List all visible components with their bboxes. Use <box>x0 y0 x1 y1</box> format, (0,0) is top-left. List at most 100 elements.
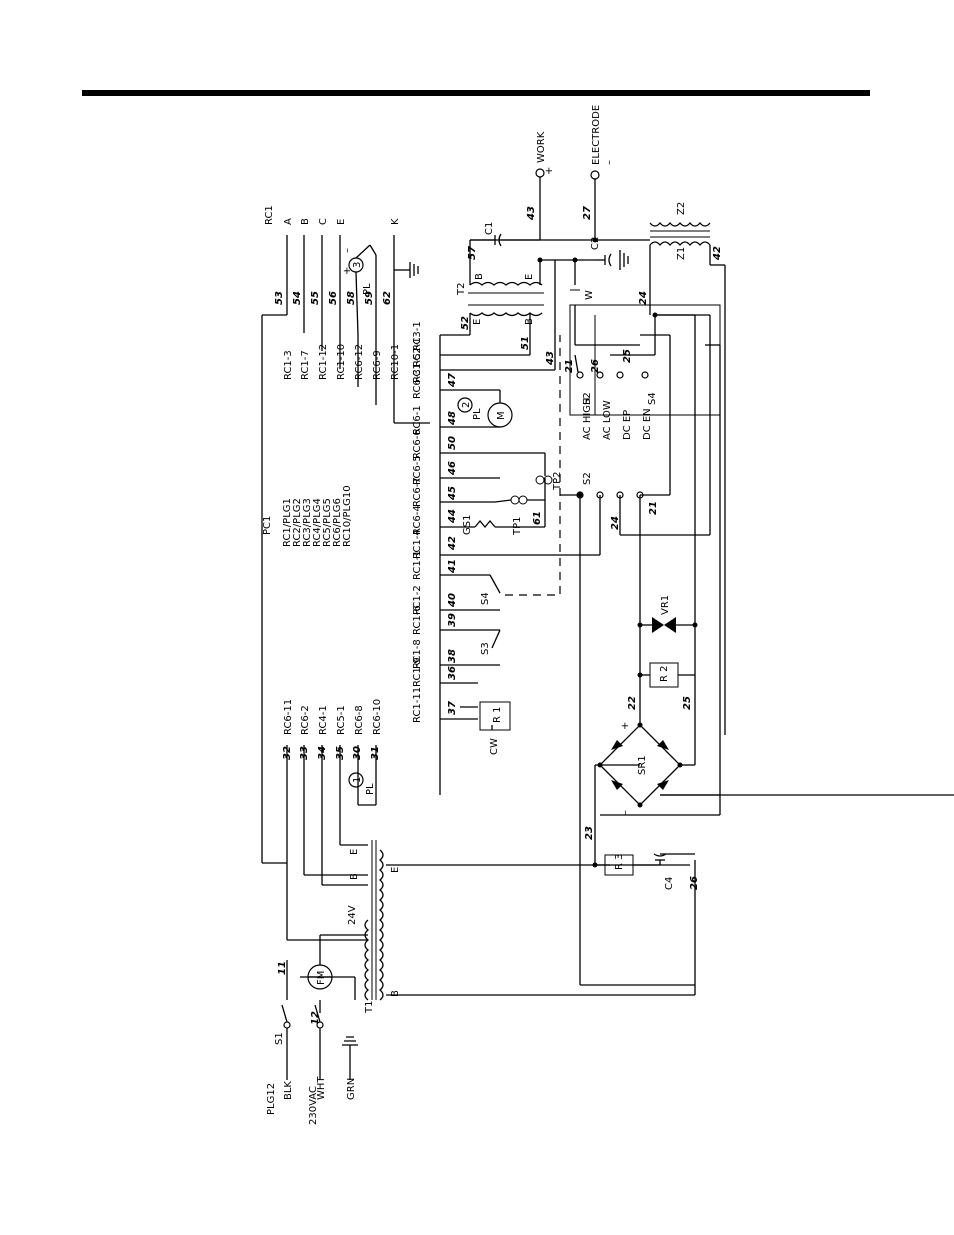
pin-rc1-12: RC1-12 <box>318 344 329 380</box>
s4-contact-a[interactable] <box>616 371 624 379</box>
pin-rc5-1: RC5-1 <box>336 705 347 735</box>
terminal-e: E <box>336 219 347 225</box>
pc1-line-4: RC4/PLG4 <box>312 498 323 547</box>
pin-rc1-2: RC1-2 <box>412 585 423 615</box>
pin-rc1-3: RC1-3 <box>283 350 294 380</box>
wire-61: 61 <box>532 511 543 525</box>
electrode-polarity: – <box>604 160 615 165</box>
wire-21-top: 21 <box>564 359 575 373</box>
pin-rc6-4: RC6-4 <box>412 505 423 535</box>
pin-rc1-6: RC1-6 <box>412 605 423 635</box>
pin-rc2-1: RC2-1 <box>412 337 423 367</box>
pin-rc1-11: RC1-11 <box>412 687 423 723</box>
t2-label: T2 <box>456 283 467 296</box>
r1-label: R 1 <box>492 707 503 724</box>
wire-45: 45 <box>447 486 458 501</box>
pin-rc1-1: RC1-1 <box>412 550 423 580</box>
pin-rc1-10: RC1-10 <box>336 344 347 380</box>
wire-24-bottom: 24 <box>610 516 621 530</box>
terminal-a: A <box>283 218 294 225</box>
wire-41: 41 <box>447 559 458 574</box>
wire-56: 56 <box>328 291 339 305</box>
pin-rc6-9: RC6-9 <box>372 350 383 380</box>
sr1-label: SR1 <box>637 755 648 775</box>
resistor-r3: R 3 <box>604 854 634 876</box>
varistor-vr1: VR1 <box>640 595 695 633</box>
work-label: WORK <box>536 131 547 163</box>
wire-25-top: 25 <box>622 349 633 363</box>
reactor-z2: Z2 <box>649 202 711 227</box>
electrode-terminal[interactable] <box>590 170 600 180</box>
wire-44: 44 <box>447 509 458 524</box>
t1-b: B <box>390 990 401 997</box>
pc1-line-1: RC1/PLG1 <box>282 498 293 547</box>
thermal-tp2: TP2 <box>535 471 563 491</box>
wire-53: 53 <box>274 291 285 305</box>
t2-b-top: B <box>474 273 485 280</box>
pc1-line-5: RC5/PLG5 <box>322 498 333 547</box>
header-rule <box>82 90 870 96</box>
wire-42-top: 42 <box>712 246 723 261</box>
rheostat-r1: R 1 CW <box>460 701 511 755</box>
s2-contact-b[interactable] <box>596 371 604 379</box>
wire-21-bottom: 21 <box>648 501 659 515</box>
s1-contact-bottom[interactable] <box>316 1021 324 1029</box>
gs1-label: GS1 <box>462 515 473 535</box>
s4-contact-b[interactable] <box>641 371 649 379</box>
wire-48: 48 <box>447 411 458 426</box>
pin-rc6-12: RC6-12 <box>354 344 365 380</box>
z2-label: Z2 <box>676 202 687 215</box>
r3-label: R 3 <box>614 854 625 871</box>
pin-rc6-1: RC6-1 <box>412 405 423 435</box>
pin-rc1-8: RC1-8 <box>412 639 423 669</box>
s1-contact-top[interactable] <box>283 1021 291 1029</box>
shunt-w: W <box>570 260 595 345</box>
rc1-title: RC1 <box>264 205 275 225</box>
pilot-light-1 <box>348 772 364 788</box>
pin-rc6-10: RC6-10 <box>372 699 383 735</box>
vac-label: 230VAC <box>308 1086 319 1125</box>
tp1-label: TP1 <box>512 516 523 536</box>
pl3-plus: + <box>342 267 353 275</box>
sr1-plus: + <box>620 722 631 730</box>
rc-header-bottom: RC6-11 RC6-2 RC4-1 RC5-1 RC6-8 RC6-10 32… <box>282 699 383 760</box>
terminal-b: B <box>300 218 311 225</box>
pos-dc-en: DC EN <box>642 408 653 440</box>
wire-54: 54 <box>292 291 303 305</box>
wire-43: 43 <box>545 351 556 366</box>
thermal-tp1: TP1 <box>510 495 528 536</box>
r2-label: R 2 <box>659 666 670 683</box>
t2-e-bottom: E <box>472 319 483 325</box>
c2-label: C2 <box>590 237 601 250</box>
pilot-light-3-num: 3 <box>352 262 363 268</box>
plg12-label: PLG12 <box>266 1083 277 1115</box>
pc1-line-7: RC10/PLG10 <box>342 485 353 547</box>
t1-b-24: B <box>349 873 360 880</box>
center-pins: RC3-1 RC2-1 RC1-5 RC6-3 RC6-1 RC6-6 RC6-… <box>412 321 423 723</box>
wire-59: 59 <box>364 291 375 305</box>
motor-m-label: M <box>496 411 507 420</box>
pin-rc1-5: RC1-5 <box>412 353 423 383</box>
wire-color-wht: WHT <box>316 1076 327 1100</box>
wire-38: 38 <box>447 649 458 663</box>
pilot-light-1-pl: PL <box>365 783 376 795</box>
work-terminal[interactable] <box>535 168 545 178</box>
pilot-light-3-pl: PL <box>362 283 373 295</box>
wire-40: 40 <box>447 593 458 608</box>
wire-57: 57 <box>467 246 478 260</box>
wire-25: 25 <box>682 696 693 710</box>
c1-label: C1 <box>484 222 495 235</box>
wire-52: 52 <box>460 316 471 330</box>
pc1-title: PC1 <box>262 516 273 535</box>
capacitor-c2: C2 <box>540 237 629 270</box>
wire-color-grn: GRN <box>346 1078 357 1100</box>
wire-36: 36 <box>447 666 458 680</box>
pin-rc4-1: RC4-1 <box>318 705 329 735</box>
vr1-label: VR1 <box>660 595 671 615</box>
tp2-label: TP2 <box>552 471 563 491</box>
wire-42: 42 <box>447 536 458 551</box>
wire-55: 55 <box>310 291 321 305</box>
pin-rc3-1: RC3-1 <box>412 321 423 351</box>
pin-rc6-3: RC6-3 <box>412 369 423 399</box>
s2-contact-a[interactable] <box>576 371 584 379</box>
